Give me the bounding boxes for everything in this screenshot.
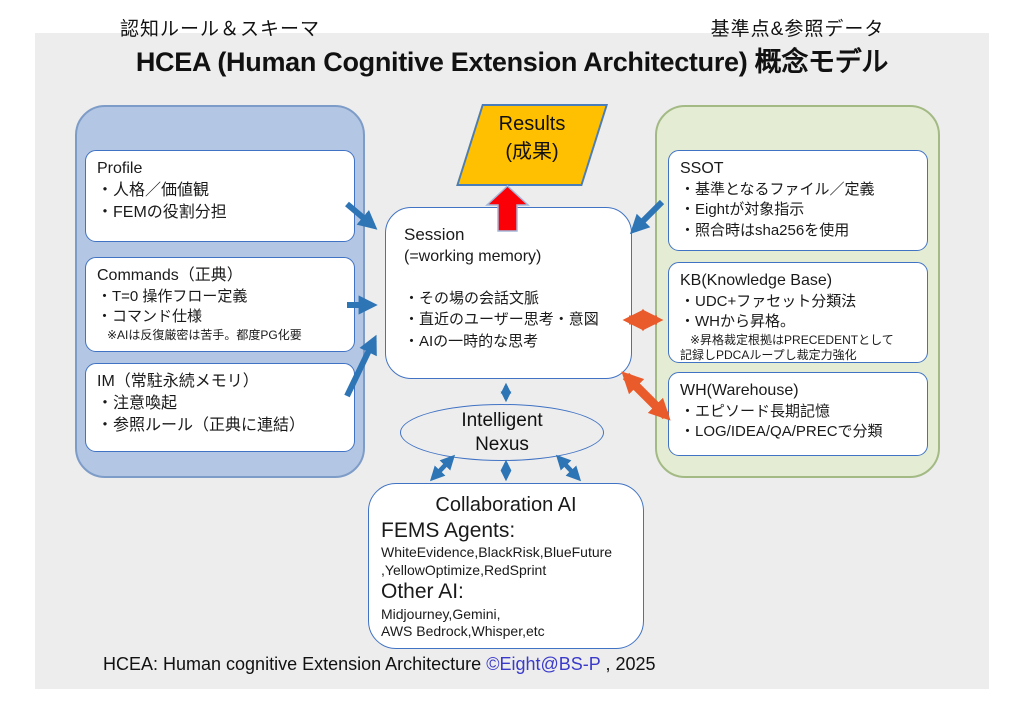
profile-line: ・FEMの役割分担 bbox=[97, 203, 227, 221]
results-line: Results bbox=[498, 113, 566, 135]
profile-line: ・人格／価値観 bbox=[97, 181, 210, 199]
ssot-title: SSOT bbox=[680, 160, 724, 177]
session-bullet: ・直近のユーザー思考・意図 bbox=[404, 311, 599, 329]
kb-title: KB(Knowledge Base) bbox=[680, 272, 833, 289]
collaboration-ai-box: Collaboration AI FEMS Agents: WhiteEvide… bbox=[368, 483, 644, 649]
other-ai-line: AWS Bedrock,Whisper,etc bbox=[381, 623, 545, 639]
results-label: Results (成果) bbox=[456, 111, 608, 166]
profile-title: Profile bbox=[97, 160, 143, 177]
session-bullet: ・AIの一時的な思考 bbox=[404, 333, 539, 351]
wh-title: WH(Warehouse) bbox=[680, 382, 799, 399]
profile-box: Profile ・人格／価値観 ・FEMの役割分担 bbox=[85, 150, 355, 242]
im-title: IM（常駐永続メモリ） bbox=[97, 373, 259, 390]
commands-box: Commands（正典） ・T=0 操作フロー定義 ・コマンド仕様 ※AIは反復… bbox=[85, 257, 355, 352]
other-ai-line: Midjourney,Gemini, bbox=[381, 605, 501, 622]
wh-line: ・エピソード長期記憶 bbox=[680, 402, 831, 420]
page-title: HCEA (Human Cognitive Extension Architec… bbox=[135, 47, 889, 77]
footer-text: , 2025 bbox=[600, 654, 656, 674]
wh-box: WH(Warehouse) ・エピソード長期記憶 ・LOG/IDEA/QA/PR… bbox=[668, 372, 928, 456]
commands-line: ・コマンド仕様 bbox=[97, 308, 203, 326]
session-bullet: ・その場の会話文脈 bbox=[404, 289, 540, 307]
ssot-line: ・基準となるファイル／定義 bbox=[680, 180, 875, 198]
kb-box: KB(Knowledge Base) ・UDC+ファセット分類法 ・WHから昇格… bbox=[668, 262, 928, 363]
ssot-box: SSOT ・基準となるファイル／定義 ・Eightが対象指示 ・照合時はsha2… bbox=[668, 150, 928, 251]
kb-line: ・UDC+ファセット分類法 bbox=[680, 292, 857, 310]
session-subtitle: (=working memory) bbox=[404, 247, 542, 265]
footer-text: HCEA: Human cognitive Extension Architec… bbox=[103, 654, 487, 674]
collab-title: Collaboration AI bbox=[435, 494, 577, 516]
right-panel-header: 基準点&参照データ bbox=[710, 19, 885, 40]
ssot-line: ・照合時はsha256を使用 bbox=[680, 221, 850, 239]
other-ai-heading: Other AI: bbox=[381, 580, 464, 604]
im-line: ・注意喚起 bbox=[97, 394, 178, 412]
commands-note: ※AIは反復厳密は苦手。都度PG化要 bbox=[107, 327, 302, 342]
kb-note: ※昇格裁定根拠はPRECEDENTとして bbox=[690, 332, 894, 347]
fems-agents-line: ,YellowOptimize,RedSprint bbox=[381, 561, 547, 578]
nexus-line: Nexus bbox=[475, 433, 529, 455]
kb-note: 記録しPDCAループし裁定力強化 bbox=[680, 347, 857, 362]
fems-agents-heading: FEMS Agents: bbox=[381, 519, 516, 542]
wh-line: ・LOG/IDEA/QA/PRECで分類 bbox=[680, 423, 883, 441]
session-box: Session (=working memory) ・その場の会話文脈 ・直近の… bbox=[385, 207, 632, 379]
im-box: IM（常駐永続メモリ） ・注意喚起 ・参照ルール（正典に連結） bbox=[85, 363, 355, 452]
session-title: Session bbox=[404, 225, 465, 244]
nexus-line: Intelligent bbox=[461, 409, 543, 431]
commands-line: ・T=0 操作フロー定義 bbox=[97, 287, 248, 305]
left-panel-header: 認知ルール＆スキーマ bbox=[119, 19, 320, 40]
commands-title: Commands（正典） bbox=[97, 267, 243, 284]
footer-credit: ©Eight@BS-P bbox=[486, 654, 601, 674]
intelligent-nexus-ellipse: Intelligent Nexus bbox=[400, 404, 604, 461]
fems-agents-line: WhiteEvidence,BlackRisk,BlueFuture bbox=[381, 544, 613, 561]
im-line: ・参照ルール（正典に連結） bbox=[97, 416, 306, 434]
nexus-label: Intelligent Nexus bbox=[461, 409, 542, 457]
kb-line: ・WHから昇格。 bbox=[680, 313, 795, 331]
ssot-line: ・Eightが対象指示 bbox=[680, 201, 805, 219]
results-line: (成果) bbox=[505, 140, 559, 163]
footer-caption: HCEA: Human cognitive Extension Architec… bbox=[103, 654, 655, 675]
